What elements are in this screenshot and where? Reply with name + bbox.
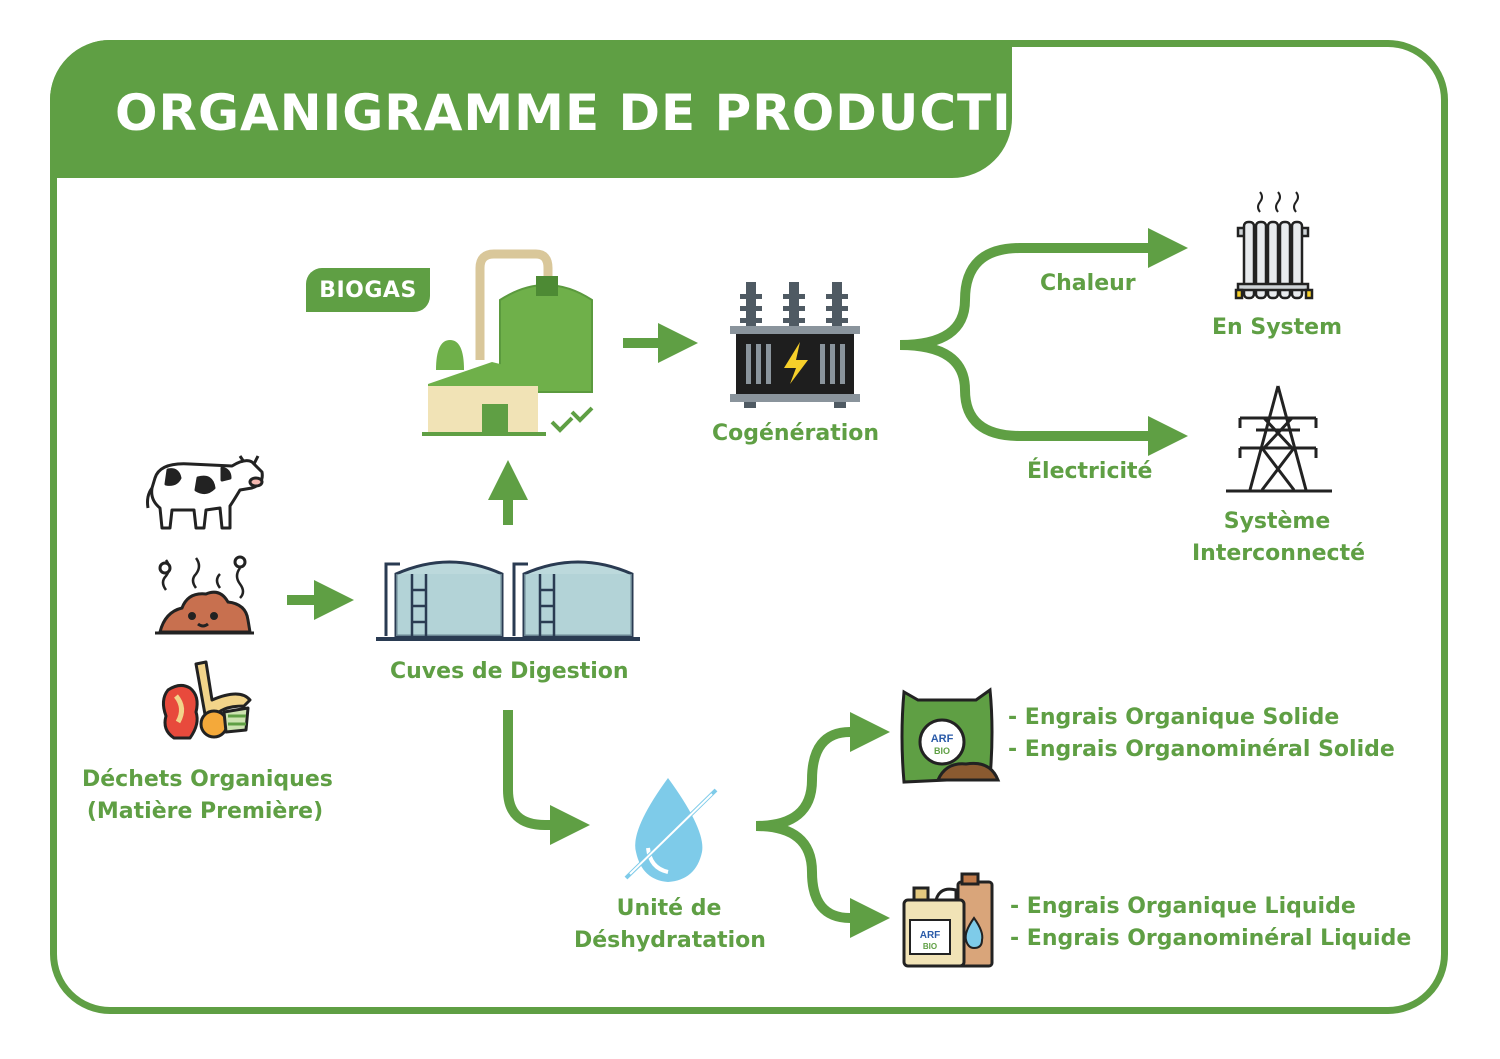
biogas-plant-icon (422, 249, 594, 436)
arrow-cogen-branch (899, 228, 1188, 350)
svg-text:BIO: BIO (923, 942, 937, 951)
label-deshydratation: Unité de Déshydratation (574, 896, 766, 953)
page-title: ORGANIGRAMME DE PRODUCTION (115, 84, 1099, 142)
label-en-system: En System (1212, 315, 1342, 340)
bag-logo-text: ARF (931, 733, 954, 745)
label-electricite: Électricité (1027, 459, 1153, 484)
water-drop-crossed-icon (624, 778, 718, 882)
radiator-icon (1234, 191, 1314, 300)
arrow-dehyd-branch-lower (755, 821, 890, 938)
label-systeme-interconnecte: Système Interconnecté (1192, 509, 1366, 566)
arrow-tanks-to-dehydration (503, 710, 590, 845)
label-cogeneration: Cogénération (712, 421, 880, 446)
label-dechets: Déchets Organiques (Matière Première) (82, 767, 333, 824)
digester-tanks-icon (376, 560, 640, 641)
svg-text:BIO: BIO (934, 746, 950, 756)
pylon-icon (1226, 385, 1332, 493)
manure-icon (155, 555, 254, 635)
arrow-dehyd-branch-upper (755, 712, 890, 831)
label-engrais-solide: - Engrais Organique Solide - Engrais Org… (1008, 705, 1395, 762)
label-cuves: Cuves de Digestion (390, 659, 629, 684)
fertilizer-bag-icon: ARF BIO (900, 687, 1001, 784)
cow-icon (146, 455, 264, 530)
flow-arrows (287, 228, 1188, 938)
svg-text:ARF: ARF (920, 930, 941, 941)
biogas-badge: BIOGAS (306, 268, 430, 312)
fertilizer-cans-icon: ARF BIO (902, 872, 994, 968)
title-bar (50, 40, 1012, 178)
label-chaleur: Chaleur (1040, 271, 1136, 296)
arrow-cogen-branch-lower (899, 340, 1188, 456)
label-engrais-liquide: - Engrais Organique Liquide - Engrais Or… (1010, 894, 1412, 951)
food-waste-icon (161, 660, 252, 740)
transformer-icon (730, 282, 860, 408)
